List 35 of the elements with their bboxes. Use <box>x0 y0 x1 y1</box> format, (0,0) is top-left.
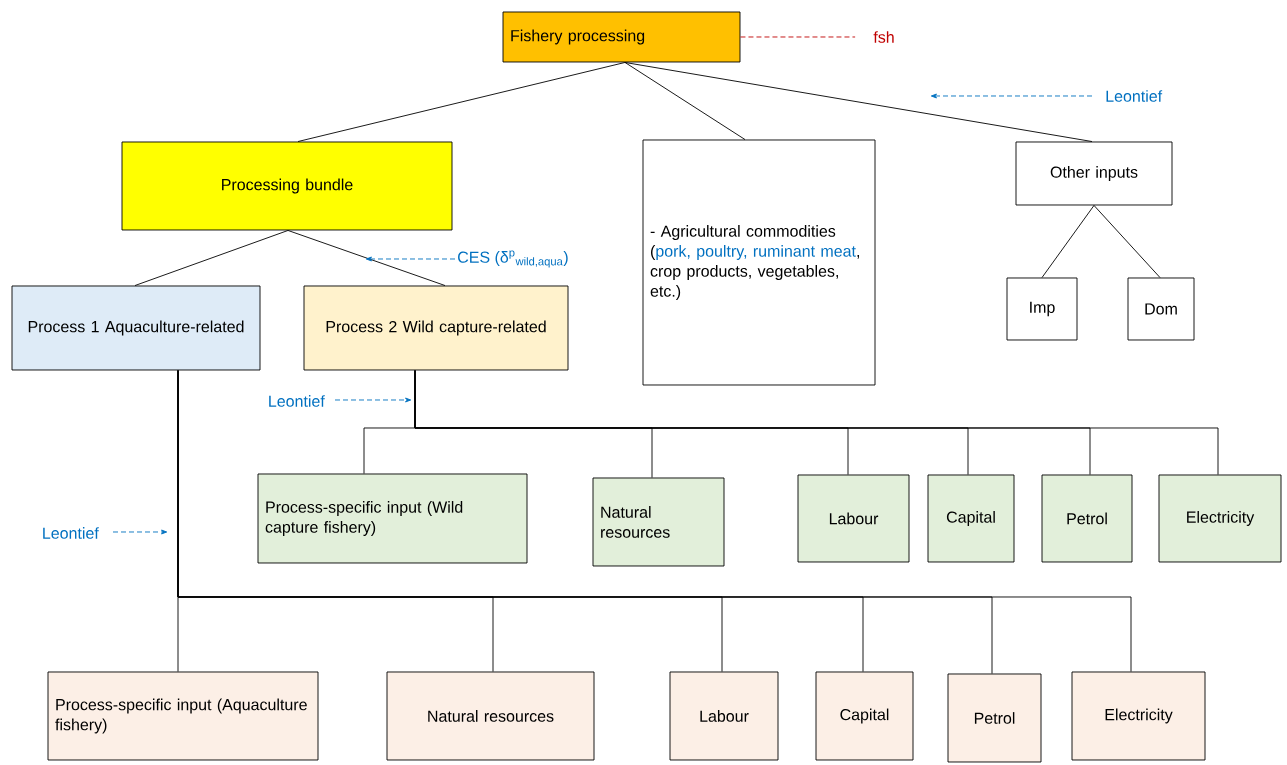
elasticity-label: Leontief <box>43 527 99 539</box>
input-box: Labour <box>669 671 779 761</box>
connector-line <box>134 230 289 286</box>
connector-line <box>740 36 856 38</box>
input-box: Other inputs <box>1015 141 1173 206</box>
model-label: fsh <box>873 31 894 43</box>
connector-line <box>624 62 746 140</box>
connector-line <box>414 370 1219 475</box>
input-box: Process-specific input (Aquaculture fishery) <box>47 671 319 761</box>
input-box: Petrol <box>1041 474 1133 563</box>
connector-line <box>297 62 626 142</box>
elasticity-label: Leontief <box>269 395 325 407</box>
connector-line <box>177 370 1132 672</box>
input-box: Petrol <box>947 673 1042 763</box>
process-box: Processing bundle <box>121 141 453 231</box>
connector-line <box>1041 205 1095 278</box>
input-box: Natural resources <box>592 477 725 567</box>
connector-line <box>1093 205 1161 278</box>
input-box: Electricity <box>1071 671 1206 761</box>
input-box: Process-specific input (Wild capture fishery) <box>257 473 528 564</box>
elasticity-label: CES (δ$^{p}$$_{wild,aqua}$) <box>458 250 568 268</box>
input-box: Capital <box>815 671 914 761</box>
input-box: Labour <box>797 474 910 563</box>
elasticity-label: Leontief <box>1106 90 1163 102</box>
connector-line <box>287 230 446 286</box>
process-box: Process 2 Wild capture-related <box>303 285 569 371</box>
input-box: Dom <box>1127 277 1195 341</box>
input-box: - Agricultural commodities (pork, poultry, ruminant meat, crop products, vegetables, etc.) <box>642 139 876 386</box>
connector-line <box>624 62 1093 142</box>
input-box: Electricity <box>1158 474 1282 563</box>
input-box: Imp <box>1006 277 1078 341</box>
process-box: Process 1 Aquaculture-related <box>11 285 261 371</box>
input-box: Capital <box>927 474 1015 563</box>
input-box: Natural resources <box>386 671 595 761</box>
process-box: Fishery processing <box>502 11 741 63</box>
